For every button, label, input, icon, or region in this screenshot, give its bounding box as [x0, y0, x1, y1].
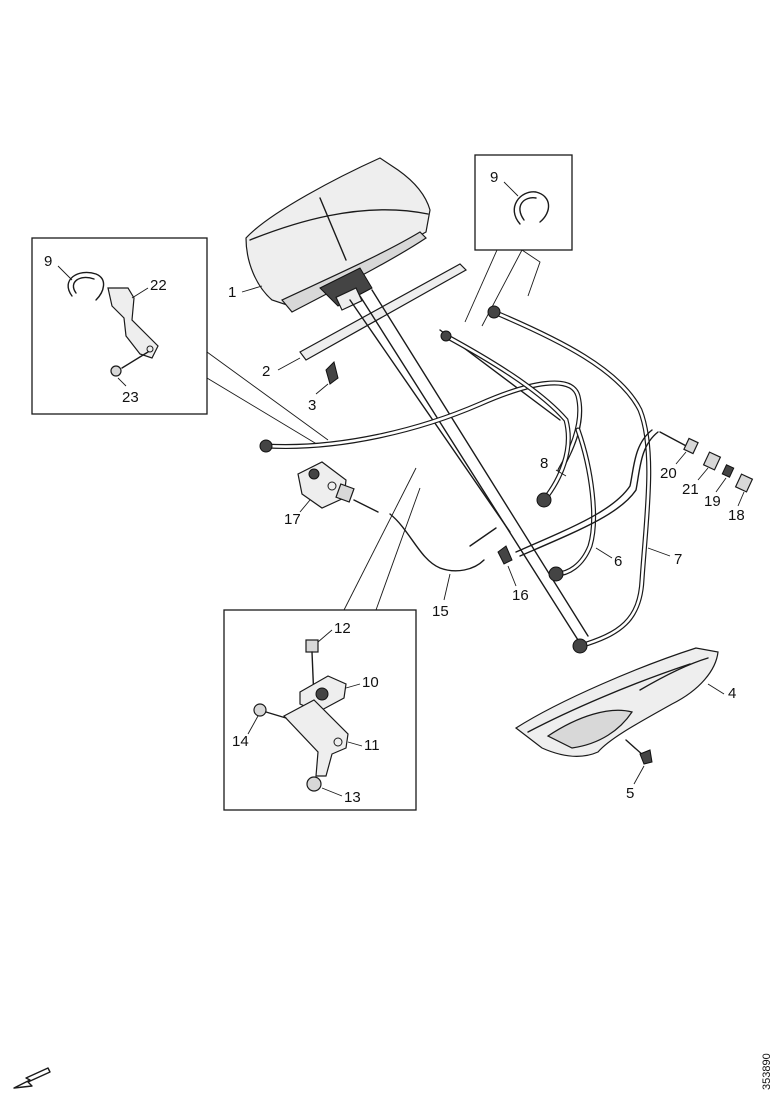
callout-10: 10	[362, 674, 379, 691]
support-bracket	[283, 699, 349, 777]
callout-6: 6	[614, 553, 622, 570]
fuel-line-15	[389, 513, 485, 572]
valve-assembly	[297, 461, 379, 513]
callout-5: 5	[626, 785, 634, 802]
washer	[683, 437, 699, 455]
nut	[702, 451, 722, 471]
mounting-strap	[299, 263, 467, 361]
callout-7: 7	[674, 551, 682, 568]
hose-main	[259, 380, 583, 473]
direction-arrow-icon	[13, 1067, 51, 1089]
hose-6	[548, 427, 597, 582]
fitting-set	[659, 431, 754, 493]
nut	[306, 776, 322, 792]
seal	[721, 464, 735, 478]
callout-1: 1	[228, 284, 236, 301]
callout-19: 19	[704, 493, 721, 510]
cap	[734, 473, 754, 493]
callout-12: 12	[334, 620, 351, 637]
callout-23: 23	[122, 389, 139, 406]
callout-9: 9	[44, 253, 52, 270]
nut	[253, 703, 267, 717]
tray-bolt	[639, 749, 653, 765]
callout-18: 18	[728, 507, 745, 524]
bolt	[305, 639, 319, 653]
detail-box-clip: 9	[474, 154, 573, 251]
callout-17: 17	[284, 511, 301, 528]
callout-11: 11	[364, 737, 380, 754]
mounting-bracket	[107, 287, 159, 359]
step-tray	[514, 647, 719, 757]
clip-ring	[513, 191, 550, 225]
callout-16: 16	[512, 587, 529, 604]
callout-14: 14	[232, 733, 249, 750]
clip-ring	[67, 271, 105, 301]
callout-13: 13	[344, 789, 361, 806]
callout-15: 15	[432, 603, 449, 620]
callout-3: 3	[308, 397, 316, 414]
fuel-tank	[245, 157, 431, 313]
detail-box-mount	[223, 609, 417, 811]
figure-id: 353890	[761, 1053, 773, 1090]
callout-22: 22	[150, 277, 167, 294]
callout-4: 4	[728, 685, 736, 702]
callout-20: 20	[660, 465, 677, 482]
clamp-16	[497, 545, 513, 565]
callout-9: 9	[490, 169, 498, 186]
strap-bolt	[325, 361, 339, 385]
callout-21: 21	[682, 481, 699, 498]
callout-2: 2	[262, 363, 270, 380]
hose-7	[487, 305, 652, 654]
detail-box-bracket: 9 22 23	[31, 237, 208, 415]
callout-8: 8	[540, 455, 548, 472]
hose-8	[440, 330, 571, 508]
bolt	[110, 365, 122, 377]
